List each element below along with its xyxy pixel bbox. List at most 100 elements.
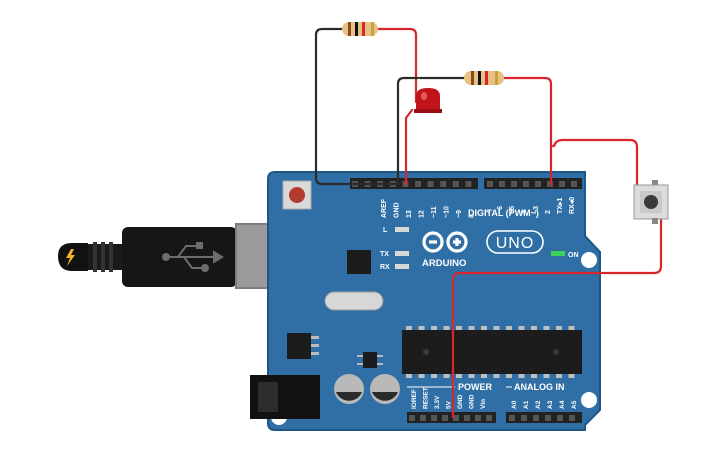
on-label: ON: [568, 252, 579, 259]
header-hole[interactable]: [431, 415, 437, 421]
led-label-l: L: [383, 227, 388, 234]
usb-chip: [347, 250, 371, 274]
pin-label: A5: [571, 400, 578, 409]
header-hole[interactable]: [464, 415, 470, 421]
header-hole[interactable]: [452, 181, 459, 187]
header-hole[interactable]: [487, 181, 493, 187]
analog-label: ANALOG IN: [514, 382, 565, 392]
reset-button[interactable]: [282, 180, 312, 210]
pin-label: RESET: [423, 387, 430, 409]
uno-badge: [486, 230, 544, 254]
header-hole[interactable]: [521, 415, 527, 421]
pin-label: RX◂0: [569, 197, 576, 214]
pin-label: ~9: [456, 210, 463, 218]
wire-black-led[interactable]: [396, 76, 420, 186]
crystal: [324, 291, 384, 311]
pushbutton[interactable]: [633, 180, 669, 224]
pin-label: 3.3V: [434, 395, 441, 409]
mounting-hole: [581, 392, 597, 408]
header-hole[interactable]: [545, 415, 551, 421]
power-label: POWER: [458, 382, 493, 392]
pin-label: GND: [457, 394, 464, 409]
pin-label: ~5: [509, 206, 516, 214]
header-hole[interactable]: [415, 181, 421, 187]
power-header: [407, 412, 496, 423]
resistor-middle[interactable]: [464, 71, 504, 85]
wire-red-resistor-led[interactable]: [376, 27, 418, 104]
header-hole[interactable]: [420, 415, 426, 421]
header-hole[interactable]: [511, 181, 517, 187]
mounting-hole: [581, 252, 597, 268]
header-hole[interactable]: [499, 181, 505, 187]
header-hole[interactable]: [442, 415, 448, 421]
header-hole[interactable]: [486, 415, 492, 421]
pin-label: A3: [547, 400, 554, 409]
pin-label: A2: [535, 400, 542, 409]
pin-label: GND: [469, 394, 476, 409]
led-label-tx: TX: [380, 251, 389, 258]
pin-label: ~10: [444, 206, 451, 218]
button-cap[interactable]: [644, 195, 658, 209]
pin-label: ~6: [497, 206, 504, 214]
header-hole[interactable]: [533, 415, 539, 421]
usb-icon: [162, 242, 224, 272]
header-hole[interactable]: [571, 181, 577, 187]
power-led: [551, 251, 565, 256]
pin-label: 2: [545, 210, 552, 214]
microcontroller-chip: [402, 326, 582, 378]
arduino-board[interactable]: AREF GND 13 12 ~11 ~10 ~9 8 7 ~6 ~5 4 ~3 2 TX▸1 RX◂0 D…: [250, 171, 601, 431]
pin-label: ~3: [533, 206, 540, 214]
header-hole[interactable]: [535, 181, 541, 187]
header-hole[interactable]: [557, 415, 563, 421]
pin-label: AREF: [381, 198, 388, 218]
resistor-top[interactable]: [342, 22, 378, 36]
digital-header-label: DIGITAL (PWM~): [468, 208, 539, 218]
pin-label: 4: [521, 210, 528, 214]
header-hole[interactable]: [475, 415, 481, 421]
small-chip: [357, 352, 383, 368]
wire-black-gnd[interactable]: [314, 27, 398, 186]
pin-label: A0: [511, 400, 518, 409]
capacitor: [370, 374, 400, 404]
header-hole[interactable]: [509, 415, 515, 421]
header-hole[interactable]: [465, 181, 472, 187]
pin-label: 8: [469, 214, 476, 218]
pin-label: 12: [419, 210, 426, 218]
digital-header-right: [484, 178, 582, 189]
arduino-wordmark: ARDUINO: [422, 258, 466, 269]
uno-label: UNO: [496, 235, 535, 252]
wire-red-button-top[interactable]: [551, 138, 639, 187]
header-hole[interactable]: [569, 415, 575, 421]
header-hole[interactable]: [440, 181, 447, 187]
analog-header: [506, 412, 582, 423]
pin-label: 7: [485, 210, 492, 214]
header-hole[interactable]: [427, 181, 434, 187]
arduino-logo: [422, 231, 468, 253]
pin-label: A1: [523, 400, 530, 409]
pin-label: TX▸1: [557, 198, 564, 214]
pin-label: 13: [406, 210, 413, 218]
led-label-rx: RX: [380, 264, 390, 271]
wire-red-pin13[interactable]: [404, 108, 414, 186]
onboard-leds: L TX RX: [380, 227, 409, 271]
pin-label: A4: [559, 400, 566, 409]
header-hole[interactable]: [523, 181, 529, 187]
dc-power-jack[interactable]: [250, 375, 320, 419]
lightning-icon: [66, 249, 75, 266]
header-hole[interactable]: [559, 181, 565, 187]
wire-red-5v[interactable]: [451, 216, 663, 419]
voltage-regulator: [287, 333, 319, 359]
header-hole[interactable]: [409, 415, 415, 421]
digital-header-left: [350, 178, 478, 189]
pin-label: ~11: [431, 206, 438, 218]
pin-label: GND: [394, 202, 401, 218]
capacitor: [334, 374, 364, 404]
pin-label: IOREF: [411, 389, 418, 409]
wires: [314, 27, 663, 419]
red-led[interactable]: [414, 88, 442, 113]
header-hole[interactable]: [453, 415, 459, 421]
pin-label: 5V: [446, 400, 453, 409]
wire-red-pin2[interactable]: [502, 76, 553, 186]
pin-label: Vin: [480, 399, 487, 409]
